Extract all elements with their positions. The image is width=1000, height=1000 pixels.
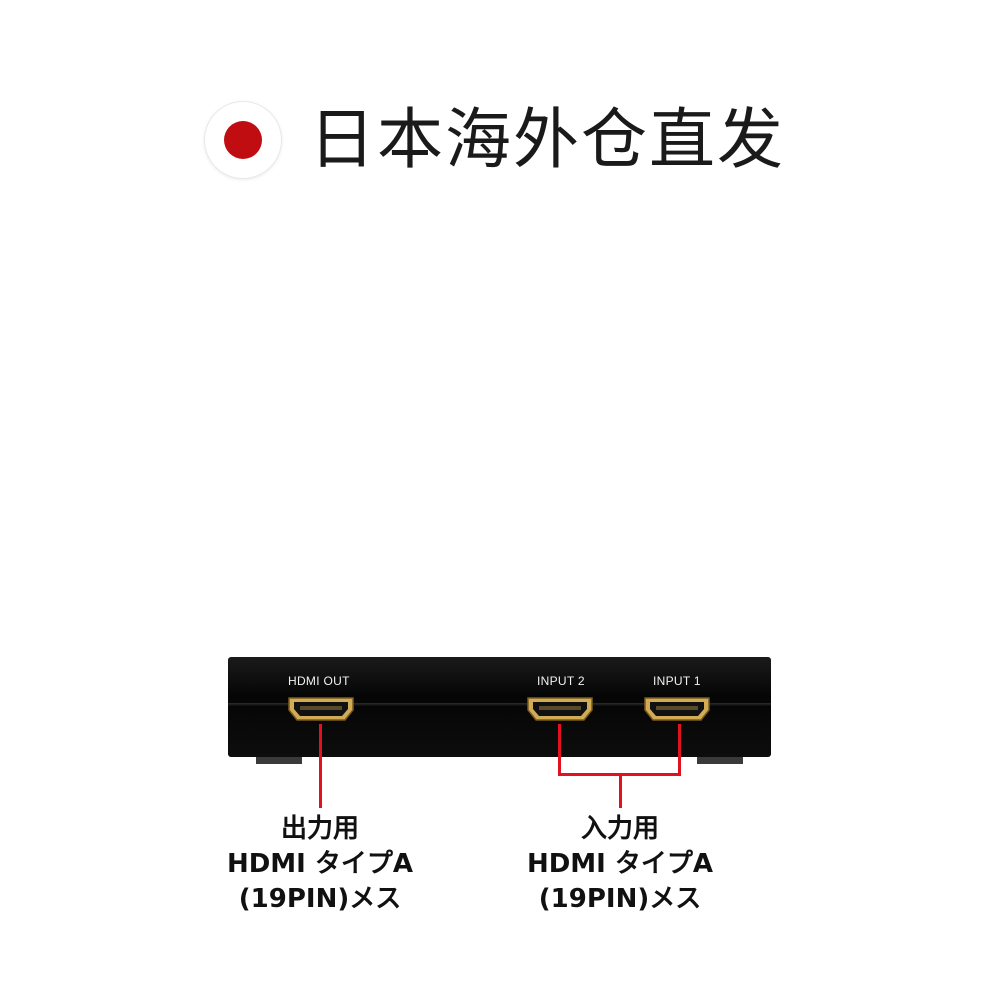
- hdmi-switch-device: HDMI OUT INPUT 2 INPUT 1: [228, 657, 771, 764]
- caption-input-line3: (19PIN)メス: [538, 884, 702, 914]
- hdmi-out-port-icon: [288, 697, 354, 721]
- port-label-input-1: INPUT 1: [653, 674, 701, 688]
- callout-line-input-stem: [619, 773, 622, 808]
- callout-line-input-1: [678, 724, 681, 776]
- japan-flag-icon: [205, 102, 281, 178]
- callout-line-output: [319, 724, 322, 808]
- caption-input-line1: 入力用: [580, 814, 659, 844]
- callout-line-input-2: [558, 724, 561, 776]
- hdmi-input-2-port-icon: [527, 697, 593, 721]
- hdmi-input-1-port-icon: [644, 697, 710, 721]
- port-label-input-2: INPUT 2: [537, 674, 585, 688]
- banner: 日本海外仓直发: [205, 95, 785, 185]
- device-foot-left: [256, 757, 302, 764]
- banner-title: 日本海外仓直发: [309, 101, 785, 178]
- caption-output-line1: 出力用: [280, 814, 359, 844]
- caption-input: 入力用 HDMI タイプA (19PIN)メス: [520, 812, 720, 917]
- device-seam: [228, 703, 771, 707]
- caption-output-line3: (19PIN)メス: [238, 884, 402, 914]
- caption-input-line2: HDMI タイプA: [526, 849, 714, 879]
- device-foot-right: [697, 757, 743, 764]
- caption-output-line2: HDMI タイプA: [226, 849, 414, 879]
- port-label-hdmi-out: HDMI OUT: [288, 674, 350, 688]
- caption-output: 出力用 HDMI タイプA (19PIN)メス: [220, 812, 420, 917]
